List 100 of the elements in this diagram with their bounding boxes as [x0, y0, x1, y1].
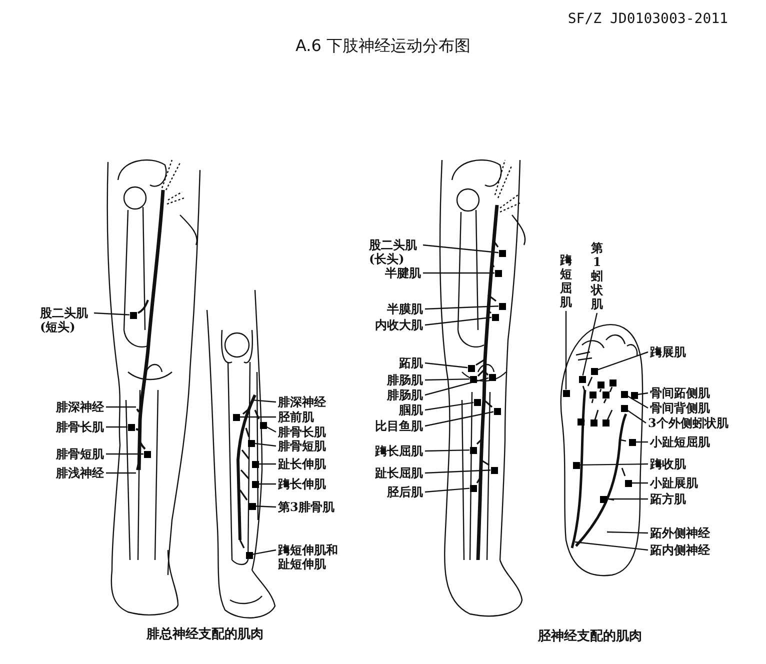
leader-line: [424, 470, 491, 474]
anatomy-label: 腓深神经: [56, 400, 104, 414]
muscle-marker: [572, 462, 580, 468]
muscle-marker: [628, 438, 636, 446]
leader-line: [255, 506, 276, 508]
leader-line: [422, 244, 499, 254]
leader-line: [627, 396, 648, 409]
anatomy-label: 腓骨长肌: [56, 420, 104, 434]
anatomy-label: 骨间背侧肌: [650, 401, 710, 415]
figure-caption: 腓总神经支配的肌肉: [146, 626, 264, 643]
anatomy-label: 腓深神经: [278, 395, 326, 409]
muscle-marker: [470, 484, 476, 492]
muscle-marker: [252, 480, 258, 488]
muscle-marker: [630, 392, 638, 398]
leader-line: [240, 416, 276, 418]
leader-line: [424, 449, 470, 452]
leader-line: [424, 377, 489, 396]
leader-line: [424, 362, 468, 368]
anatomy-label: 股二头肌 (短头): [40, 306, 92, 334]
anatomy-label: 踇短伸肌和趾短伸肌: [278, 543, 346, 571]
muscle-marker: [248, 440, 254, 446]
muscle-marker: [468, 364, 474, 372]
leader-line: [632, 482, 648, 484]
anatomy-label: 跖方肌: [650, 492, 686, 506]
muscle-marker: [232, 414, 240, 420]
anatomy-label: 跖内侧神经: [650, 543, 710, 557]
leader-line: [580, 463, 648, 466]
anatomy-label: 第3腓骨肌: [278, 500, 334, 514]
muscle-marker: [590, 368, 598, 374]
anatomy-label: 腓浅神经: [56, 466, 104, 480]
anatomy-label: 半腱肌: [385, 266, 421, 280]
anatomy-label: 胫前肌: [278, 410, 314, 424]
leader-line: [424, 306, 499, 310]
muscle-marker: [488, 374, 496, 380]
anatomy-label: 趾长伸肌: [278, 457, 326, 471]
leader-line: [252, 549, 276, 555]
muscle-marker: [498, 250, 506, 256]
leader-line: [606, 531, 648, 534]
muscle-marker: [498, 302, 506, 310]
document-number: SF/Z JD0103003-2011: [568, 10, 728, 27]
leader-line: [627, 410, 646, 424]
muscle-marker: [562, 390, 570, 396]
anatomy-label: 半膜肌: [387, 302, 423, 316]
figure-title: A.6 下肢神经运动分布图: [295, 36, 470, 57]
leader-line: [258, 463, 276, 465]
anatomy-label: 小趾短屈肌: [650, 435, 710, 449]
muscle-marker: [474, 398, 480, 406]
muscle-marker: [494, 270, 502, 276]
muscle-marker: [494, 408, 500, 414]
anatomy-label: 踇展肌: [650, 345, 686, 359]
leader-line: [565, 311, 567, 390]
leader-line: [252, 399, 276, 403]
leader-line: [636, 441, 648, 443]
anatomy-label: 腘肌: [399, 403, 423, 417]
leader-line: [424, 402, 474, 411]
anatomy-label: 第1蚓状肌: [590, 241, 604, 311]
anatomy-label: 股二头肌 (长头): [369, 238, 421, 266]
muscle-marker: [128, 424, 134, 430]
leader-line: [106, 472, 136, 474]
muscle-marker: [470, 376, 476, 382]
muscle-marker: [470, 446, 476, 454]
leader-line: [637, 392, 648, 396]
anatomy-label: 踇短屈肌: [560, 253, 572, 309]
leader-line: [424, 316, 492, 326]
leader-line: [582, 312, 598, 376]
leader-line: [597, 351, 648, 370]
muscle-marker: [144, 450, 150, 458]
anatomy-label: 腓肠肌: [387, 373, 423, 387]
leader-line: [424, 411, 494, 427]
anatomy-label: 踇长屈肌: [375, 444, 423, 458]
leader-line: [106, 406, 136, 408]
muscle-marker: [130, 312, 136, 318]
anatomy-label: 小趾展肌: [650, 476, 698, 490]
anatomy-label: 比目鱼肌: [375, 419, 423, 433]
anatomy-label: 跖外侧神经: [650, 526, 710, 540]
anatomy-label: 踇长伸肌: [278, 477, 326, 491]
leader-line: [254, 442, 276, 447]
anatomy-label: 腓骨短肌: [56, 447, 104, 461]
leader-line: [94, 312, 130, 316]
leader-line: [424, 378, 470, 381]
muscle-marker: [252, 460, 258, 468]
leader-line: [606, 498, 648, 500]
muscle-marker: [578, 376, 586, 382]
leader-line: [106, 426, 128, 428]
muscle-marker: [600, 496, 606, 502]
anatomy-label: 趾长屈肌: [375, 466, 423, 480]
anatomy-label: 踇收肌: [650, 457, 686, 471]
muscle-marker: [260, 422, 266, 428]
anatomy-label: 跖肌: [399, 356, 423, 370]
anatomy-label: 3个外侧蚓状肌: [648, 416, 728, 430]
muscle-marker: [492, 314, 498, 320]
muscle-marker: [624, 480, 632, 486]
muscle-marker: [246, 552, 252, 558]
muscle-marker: [490, 466, 498, 474]
anatomy-label: 腓骨短肌: [278, 439, 326, 453]
anatomy-label: 胫后肌: [387, 485, 423, 499]
leader-line: [424, 488, 470, 493]
leader-line: [258, 483, 276, 485]
anatomy-label: 骨间跖侧肌: [650, 386, 710, 400]
anatomy-label: 腓骨长肌: [278, 425, 326, 439]
